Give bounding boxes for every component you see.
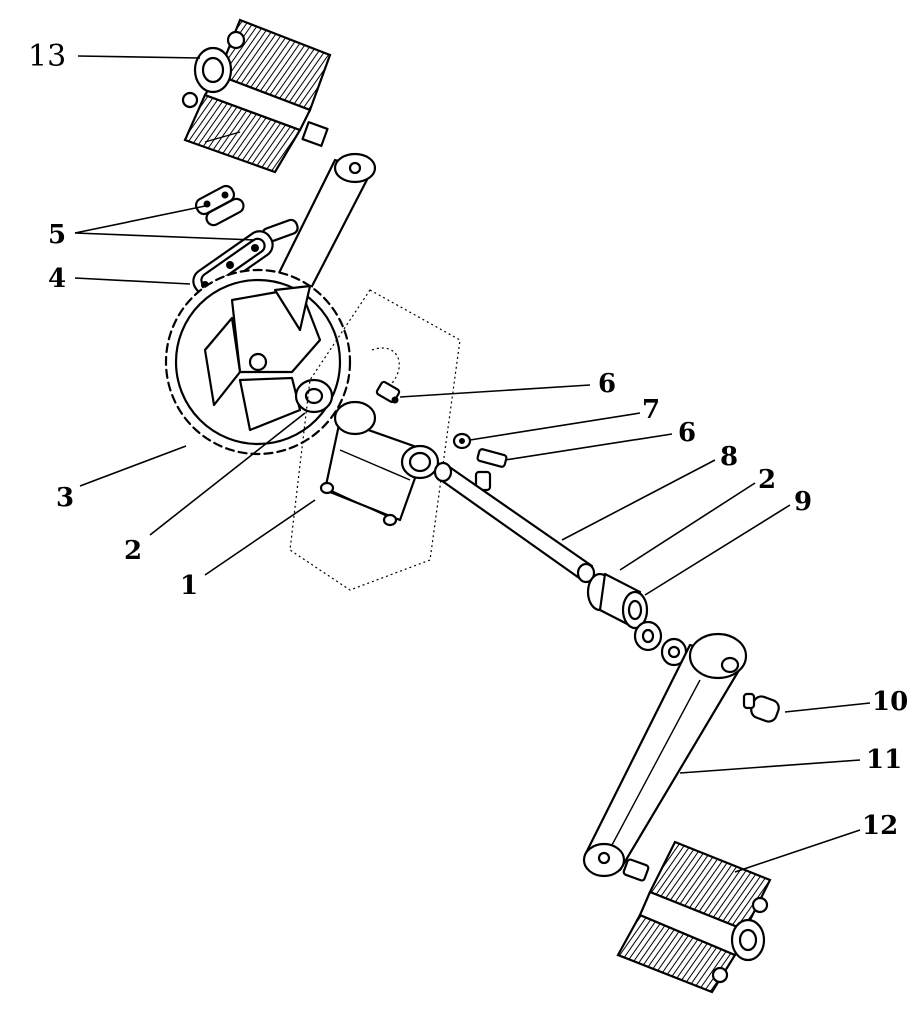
crank-arm-upper — [276, 152, 377, 292]
callout-8: 8 — [720, 442, 738, 472]
callout-12: 12 — [862, 811, 898, 841]
leader-13 — [77, 55, 201, 59]
pedal-lower — [616, 840, 772, 994]
pedal-upper — [181, 18, 332, 174]
leader-5a — [74, 204, 211, 234]
crank-washers — [633, 620, 688, 667]
set-screw-upper — [375, 380, 401, 404]
crank-arm-lower — [582, 632, 748, 878]
callout-13: 13 — [28, 39, 66, 74]
leader-2b — [619, 482, 756, 571]
master-link-parts — [194, 184, 299, 244]
callout-3: 3 — [56, 483, 74, 513]
leader-11 — [679, 759, 861, 774]
washer-left — [294, 378, 334, 414]
axle-spindle — [433, 461, 596, 584]
callout-10: 10 — [872, 687, 908, 717]
set-screw-lower — [474, 448, 508, 492]
small-washer — [452, 432, 472, 450]
leader-4 — [74, 277, 191, 285]
callout-11: 11 — [866, 745, 902, 775]
callout-5: 5 — [48, 220, 66, 250]
leader-6b — [504, 433, 673, 461]
callout-7: 7 — [642, 395, 660, 425]
leader-3 — [79, 445, 187, 487]
bushing-spacer — [586, 572, 649, 630]
leader-9 — [644, 504, 791, 596]
callout-2-right: 2 — [758, 465, 776, 495]
leader-1 — [204, 499, 316, 576]
callout-2-left: 2 — [124, 536, 142, 566]
leader-2a — [149, 412, 306, 536]
leader-6a — [399, 384, 591, 398]
leader-lines — [74, 55, 871, 873]
callout-4: 4 — [48, 264, 66, 294]
leader-10 — [784, 702, 871, 713]
bottom-bracket-housing — [319, 400, 440, 527]
leader-5b — [74, 232, 256, 241]
frame-bracket-outline — [289, 289, 461, 591]
callout-labels: 13 5 4 3 2 1 6 7 6 8 2 9 10 11 12 — [28, 39, 908, 841]
crank-bolt — [742, 692, 780, 723]
callout-6-upper: 6 — [598, 369, 616, 399]
callout-9: 9 — [794, 487, 812, 517]
callout-1: 1 — [180, 571, 198, 601]
leader-12 — [734, 829, 861, 873]
leader-7 — [469, 412, 641, 441]
callout-6-lower: 6 — [678, 418, 696, 448]
leader-8 — [561, 459, 716, 541]
